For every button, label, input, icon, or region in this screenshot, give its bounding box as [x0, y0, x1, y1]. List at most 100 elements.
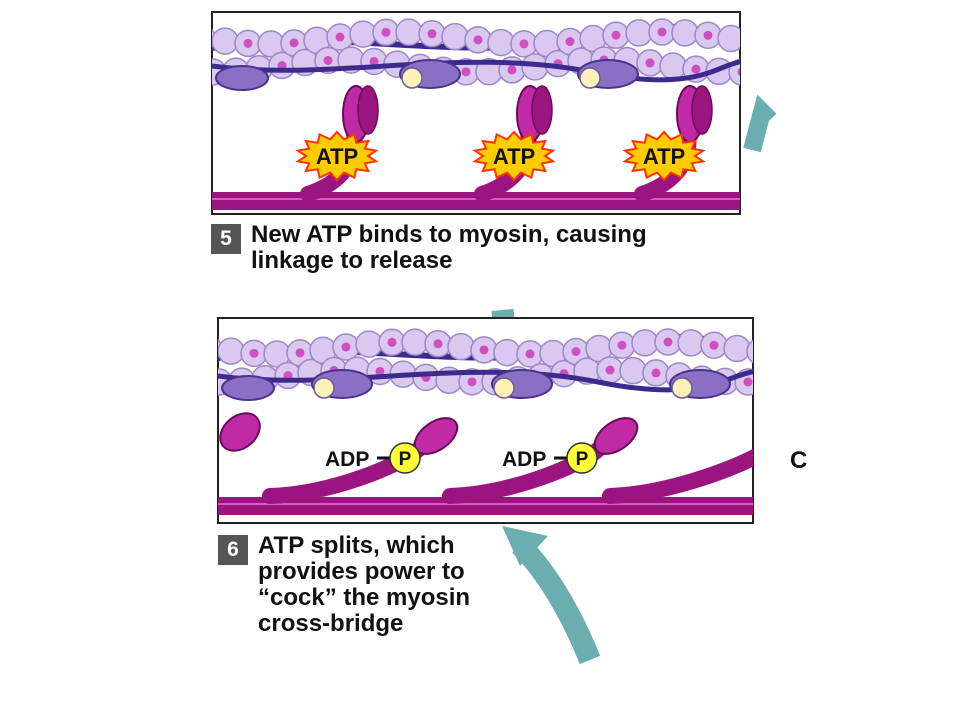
- actin-bead: [355, 330, 383, 358]
- actin-bead-spot: [289, 38, 299, 48]
- cycle-arrow-middle: [491, 309, 515, 321]
- actin-bead-spot: [651, 368, 661, 378]
- caption-5-line-2: linkage to release: [251, 247, 453, 274]
- phosphate-circle: [389, 442, 421, 474]
- actin-bead: [619, 356, 647, 385]
- actin-bead: [212, 27, 239, 55]
- troponin-complex: [215, 65, 269, 91]
- myosin-thick-filament: [212, 192, 740, 210]
- actin-bead-spot: [479, 345, 489, 355]
- actin-bead: [441, 22, 469, 51]
- atp-label: ATP: [643, 144, 685, 169]
- thin-filament: [212, 18, 778, 91]
- actin-bead-spot: [507, 65, 517, 75]
- caption-6-line-1: ATP splits, which: [258, 532, 455, 559]
- cycle-arrow-bottom: [512, 537, 601, 665]
- cycle-arrows: [491, 94, 777, 665]
- actin-bead-spot: [743, 377, 753, 387]
- actin-bead: [671, 19, 699, 47]
- actin-bead: [218, 337, 245, 365]
- actin-bead-spot: [204, 344, 213, 353]
- actin-bead-spot: [663, 337, 673, 347]
- caption-6-line-4: cross-bridge: [258, 610, 404, 637]
- actin-bead-spot: [433, 339, 443, 349]
- actin-bead-spot: [335, 32, 345, 42]
- adp-label: ADP: [325, 448, 369, 471]
- actin-bead-spot: [565, 37, 575, 47]
- actin-bead-spot: [461, 67, 471, 77]
- adp-phosphate-labels: ADP P ADP P: [325, 442, 598, 474]
- actin-bead-spot: [709, 340, 719, 350]
- actin-bead: [395, 18, 423, 46]
- myosin-head: [593, 417, 639, 455]
- actin-bead-spot: [295, 348, 305, 358]
- atp-burst: [295, 130, 379, 182]
- myosin-head: [219, 412, 261, 452]
- atp-label: ATP: [316, 144, 358, 169]
- actin-bead-spot: [756, 347, 765, 356]
- actin-bead-spot: [617, 340, 627, 350]
- actin-bead: [447, 332, 475, 361]
- phosphate-label: P: [399, 449, 412, 470]
- atp-bursts: ATP ATP ATP: [295, 130, 706, 182]
- actin-bead-spot: [381, 27, 391, 37]
- cycle-arrowhead-bottom: [502, 526, 548, 566]
- adp-label: ADP: [502, 448, 546, 471]
- cutoff-label: C: [790, 447, 807, 474]
- actin-bead: [487, 28, 515, 57]
- myosin-binding-site: [313, 377, 335, 399]
- actin-bead-spot: [341, 342, 351, 352]
- myosin-binding-site: [671, 377, 693, 399]
- step-number-5: 5: [211, 224, 241, 254]
- actin-bead-spot: [525, 349, 535, 359]
- atp-burst: [622, 130, 706, 182]
- panel-6-atp-hydrolysis: ADP P ADP P: [204, 317, 784, 524]
- actin-bead-spot: [369, 56, 379, 66]
- phosphate-label: P: [576, 449, 589, 470]
- actin-bead-spot: [243, 38, 253, 48]
- actin-bead: [349, 20, 377, 48]
- tropomyosin-strand: [212, 59, 740, 83]
- atp-burst: [472, 130, 556, 182]
- troponin-complex: [221, 375, 275, 401]
- step-number-6: 6: [218, 535, 248, 565]
- caption-5: 5 New ATP binds to myosin, causing linka…: [211, 222, 647, 274]
- actin-bead-spot: [427, 29, 437, 39]
- actin-bead-spot: [691, 64, 701, 74]
- caption-6-line-2: provides power to: [258, 558, 465, 585]
- actin-bead-spot: [611, 30, 621, 40]
- panel-5-atp-binding: ATP ATP ATP: [211, 11, 778, 215]
- actin-bead-spot: [519, 39, 529, 49]
- caption-6-line-3: “cock” the myosin: [258, 584, 471, 611]
- actin-bead-spot: [571, 347, 581, 357]
- actin-bead: [723, 334, 751, 363]
- actin-bead-spot: [249, 348, 259, 358]
- actin-bead: [717, 24, 740, 53]
- actin-bead: [625, 19, 653, 47]
- actin-bead-spot: [375, 366, 385, 376]
- myosin-binding-site: [579, 67, 601, 89]
- actin-bead-spot: [605, 365, 615, 375]
- atp-label: ATP: [493, 144, 535, 169]
- caption-5-line-1: New ATP binds to myosin, causing: [251, 221, 647, 248]
- actin-bead: [752, 58, 778, 84]
- thin-filament: [204, 328, 784, 401]
- actin-bead-spot: [645, 58, 655, 68]
- myosin-binding-site: [493, 377, 515, 399]
- myosin-neck: [602, 448, 753, 504]
- actin-bead-spot: [703, 30, 713, 40]
- actin-bead-spot: [473, 35, 483, 45]
- actin-bead-spot: [737, 67, 740, 77]
- myosin-cross-bridges: [300, 85, 713, 202]
- actin-bead: [758, 368, 784, 394]
- actin-bead: [401, 328, 429, 356]
- caption-5-text: New ATP binds to myosin, causing linkage…: [251, 222, 647, 274]
- actin-bead: [741, 29, 767, 55]
- cycle-arrow-right: [743, 94, 777, 153]
- actin-bead: [677, 329, 705, 357]
- actin-bead-spot: [387, 337, 397, 347]
- actin-bead: [746, 339, 753, 364]
- caption-6-text: ATP splits, which provides power to “coc…: [258, 533, 470, 637]
- myosin-head: [357, 85, 379, 135]
